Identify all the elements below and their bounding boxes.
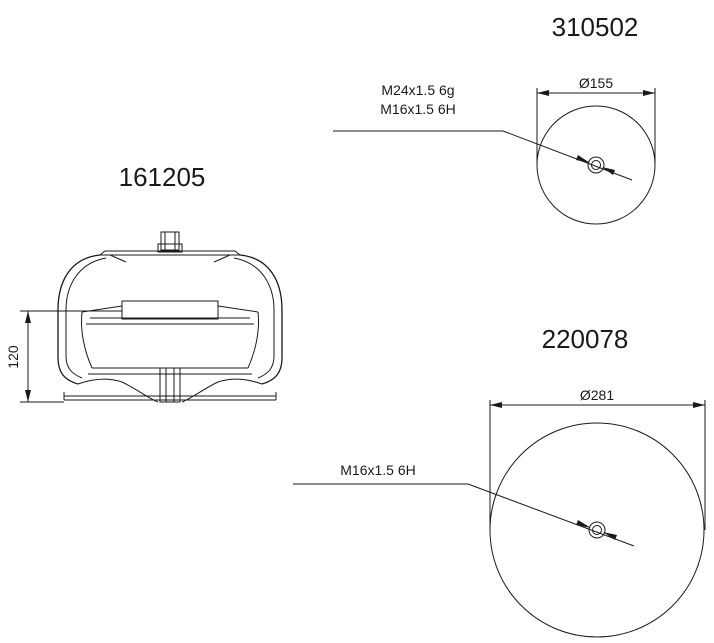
bottom-plate-thread: M16x1.5 6H — [340, 462, 415, 478]
height-dimension: 120 — [5, 310, 122, 403]
bottom-base — [63, 367, 277, 403]
bottom-plate-diameter-label: Ø281 — [580, 387, 614, 403]
top-plate-diameter-dimension: Ø155 — [536, 75, 656, 165]
bellows-profile — [57, 254, 283, 385]
side-view: 161205 — [5, 162, 283, 403]
bottom-plate-outline — [489, 422, 705, 638]
top-stud — [157, 231, 183, 253]
top-plate-center-hole — [587, 156, 605, 174]
top-plate-diameter-label: Ø155 — [579, 75, 613, 91]
top-plate-thread-1: M24x1.5 6g — [381, 82, 454, 98]
top-plate-outline — [536, 105, 656, 225]
side-view-part-number: 161205 — [119, 162, 206, 192]
top-plate-thread-2: M16x1.5 6H — [380, 101, 455, 117]
bottom-plate-thread-leader — [293, 483, 635, 547]
top-plate-thread-leader — [333, 130, 633, 181]
top-plate-view: 310502 Ø155 M24x1.5 6g M16x1.5 6H — [333, 12, 656, 225]
bottom-plate-diameter-dimension: Ø281 — [489, 387, 706, 530]
top-plate-part-number: 310502 — [552, 12, 639, 42]
bottom-plate-view: 220078 Ø281 M16x1.5 6H — [293, 324, 706, 638]
piston-profile — [81, 300, 259, 375]
top-plate-profile — [98, 250, 242, 263]
bottom-plate-part-number: 220078 — [542, 324, 629, 354]
height-dim-label: 120 — [5, 345, 21, 369]
